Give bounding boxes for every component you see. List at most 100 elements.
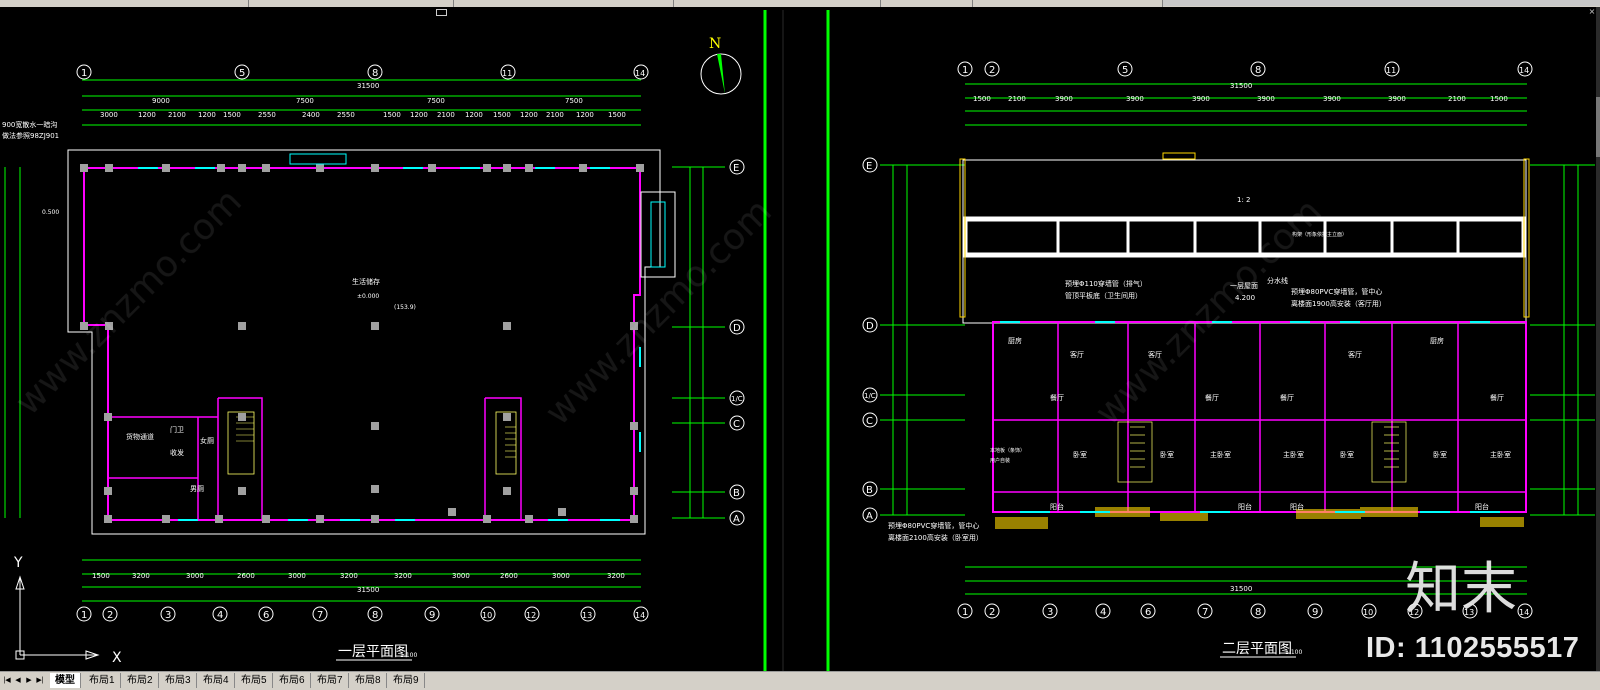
svg-text:主卧室: 主卧室 [1283,450,1304,459]
axis-bubble-label: 12 [1409,608,1419,617]
second-floor-plan [880,83,1595,595]
svg-text:2550: 2550 [337,111,355,119]
svg-text:3200: 3200 [340,572,358,580]
axis-bubble-label: 4 [1100,607,1106,618]
svg-text:3900: 3900 [1055,95,1073,103]
axis-bubble [1117,61,1133,77]
axis-bubble-label: 13 [582,611,592,620]
axis-bubble-label: 9 [429,610,435,621]
axis-bubble [984,61,1000,77]
tab-layout7[interactable]: 布局7 [312,673,349,688]
svg-text:男厕: 男厕 [190,485,204,493]
svg-text:客厅: 客厅 [1148,350,1162,359]
svg-text:2100: 2100 [1008,95,1026,103]
last-tab-icon[interactable]: ▶| [36,677,44,684]
svg-text:餐厅: 餐厅 [1205,393,1219,402]
svg-text:主卧室: 主卧室 [1210,450,1231,459]
axis-bubble [424,606,440,622]
tab-layout9[interactable]: 布局9 [388,673,425,688]
axis-bubble [367,64,383,80]
axis-bubble [258,606,274,622]
svg-text:阳台: 阳台 [1238,502,1252,511]
svg-text:D: D [733,323,741,334]
tab-layout4[interactable]: 布局4 [198,673,235,688]
svg-text:预埋Φ110穿墙管（排气）: 预埋Φ110穿墙管（排气） [1065,279,1147,288]
axis-bubble [1095,603,1111,619]
first-floor-walls [83,167,641,521]
svg-text:本地板（条饰）: 本地板（条饰） [990,447,1025,454]
svg-text:2400: 2400 [302,111,320,119]
axis-bubble-label: 12 [526,611,536,620]
first-tab-icon[interactable]: |◀ [3,677,11,684]
menu-segment[interactable] [248,0,454,7]
svg-text:2100: 2100 [1448,95,1466,103]
tab-layout5[interactable]: 布局5 [236,673,273,688]
axis-bubble-label: 3 [1047,607,1053,618]
tab-layout3[interactable]: 布局3 [160,673,197,688]
prev-tab-icon[interactable]: ◀ [15,677,21,684]
svg-text:3200: 3200 [607,572,625,580]
axis-bubble-label: 8 [1255,607,1261,618]
brand-logo: 知末 [1405,558,1517,618]
first-floor-outline [67,149,661,535]
svg-text:1200: 1200 [520,111,538,119]
svg-text:货物通道: 货物通道 [126,432,154,441]
tab-layout1[interactable]: 布局1 [84,673,121,688]
axis-bubble [1361,603,1377,619]
axis-bubble-label: 14 [635,611,645,620]
ucs-icon: Y X [13,555,122,666]
svg-text:收发: 收发 [170,448,184,457]
axis-bubble-label: 9 [1312,607,1318,618]
axis-bubble-label: 10 [1363,608,1373,617]
menu-segment[interactable] [453,0,674,7]
axis-bubble-label: 13 [1464,608,1474,617]
svg-text:1200: 1200 [198,111,216,119]
svg-text:B: B [733,488,740,499]
svg-text:主卧室: 主卧室 [1490,450,1511,459]
close-icon[interactable]: × [1588,7,1596,16]
axis-bubble-label: 11 [502,69,512,78]
horizontal-scrollbar[interactable] [1163,0,1600,6]
svg-text:1500: 1500 [92,572,110,580]
svg-text:做法参照98ZJ901: 做法参照98ZJ901 [2,131,59,140]
axis-bubble [1250,603,1266,619]
svg-text:www.znzmo.com: www.znzmo.com [7,181,249,423]
axis-bubble [957,603,973,619]
svg-text:知末: 知末 [1405,558,1517,618]
axis-bubble-label: 8 [372,68,378,79]
axis-bubble-label: 1 [962,607,968,618]
svg-text:N: N [709,36,721,52]
tab-layout6[interactable]: 布局6 [274,673,311,688]
axis-bubble [1307,603,1323,619]
axis-bubble [480,606,496,622]
tab-model[interactable]: 模型 [50,673,81,688]
svg-text:A: A [866,511,873,522]
drawing-canvas[interactable]: 900宽散水一暗沟 做法参照98ZJ901 生活储存 ±0.000 (153.9… [0,7,1600,671]
svg-text:1500: 1500 [493,111,511,119]
axis-bubble [76,606,92,622]
vertical-scrollbar[interactable] [1596,7,1600,671]
axis-bubble [212,606,228,622]
scroll-thumb[interactable] [1596,97,1600,157]
tab-layout2[interactable]: 布局2 [122,673,159,688]
svg-text:1200: 1200 [410,111,428,119]
next-tab-icon[interactable]: ▶ [26,677,32,684]
axis-bubble-label: 1 [962,65,968,76]
svg-text:客厅: 客厅 [1348,350,1362,359]
svg-text:分水线: 分水线 [1267,276,1288,285]
menu-segment[interactable] [880,0,973,7]
axis-bubble-label: 14 [1519,608,1529,617]
svg-text:900宽散水一暗沟: 900宽散水一暗沟 [2,120,57,129]
menu-segment[interactable] [972,0,1163,7]
menu-segment[interactable] [0,0,249,7]
axis-bubble-label: 2 [989,607,995,618]
minimize-handle[interactable] [436,9,447,16]
svg-text:D: D [866,321,874,332]
svg-text:E: E [866,161,872,172]
axis-bubble [1517,603,1533,619]
menu-segment[interactable] [673,0,881,7]
svg-text:生活储存: 生活储存 [352,277,380,286]
tab-layout8[interactable]: 布局8 [350,673,387,688]
svg-text:预埋Φ80PVC穿墙管，管中心: 预埋Φ80PVC穿墙管，管中心 [888,521,979,530]
